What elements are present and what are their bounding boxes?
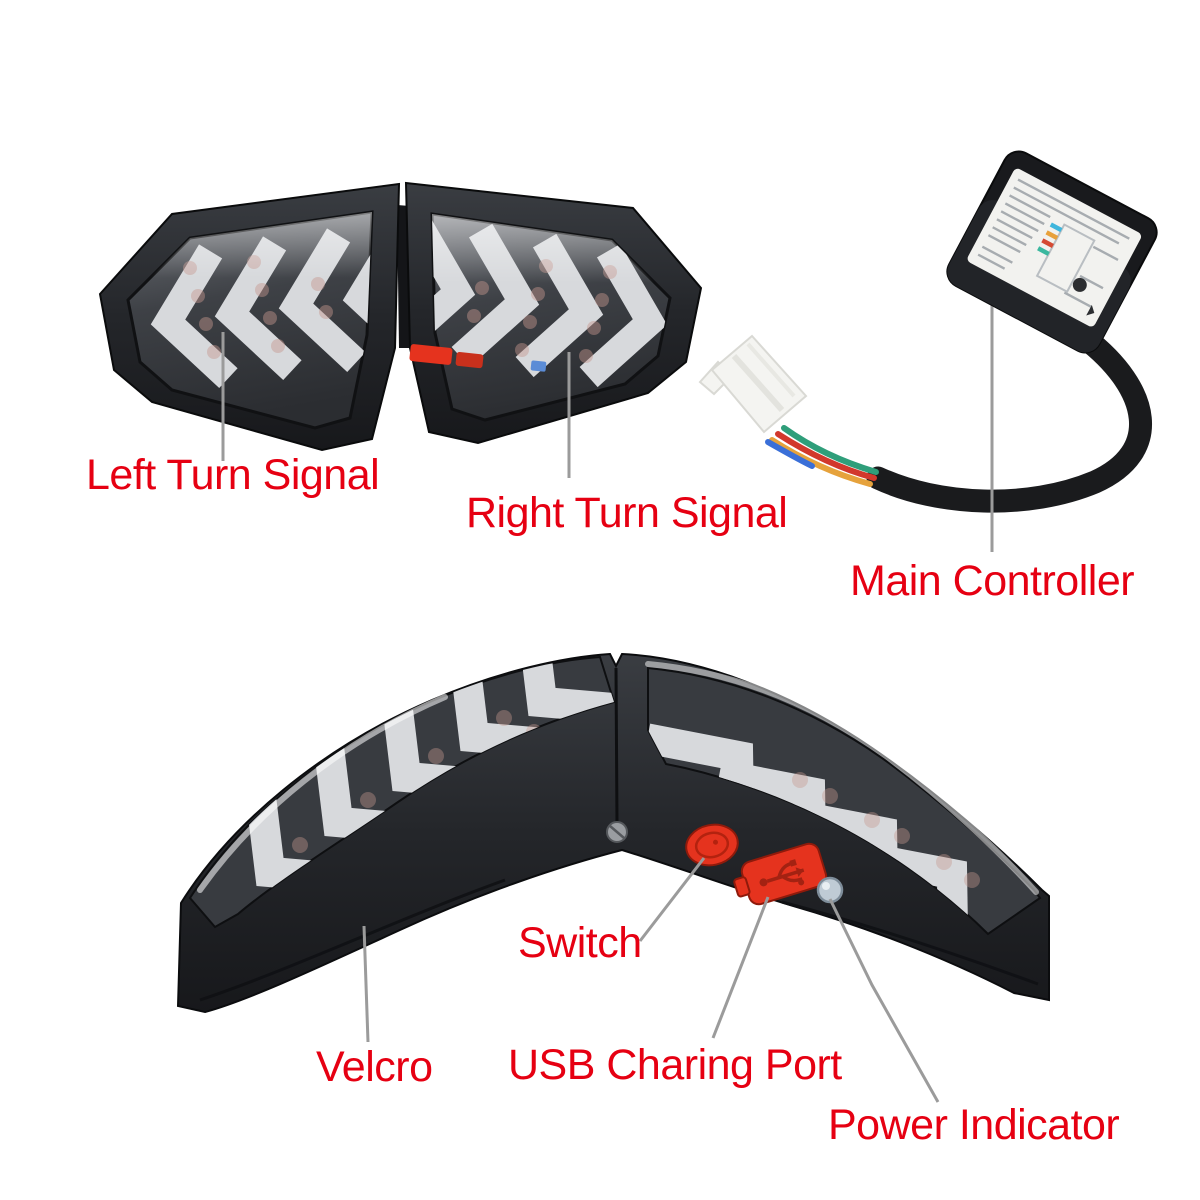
leader-line-power-indicator [828, 898, 940, 1103]
label-right-turn-signal: Right Turn Signal [466, 489, 788, 537]
left-turn-signal-lamp [98, 182, 401, 452]
bottom-edge-parts [409, 344, 547, 372]
label-main-controller: Main Controller [850, 557, 1135, 605]
top-signal-lamp-pair [98, 181, 703, 452]
wire-connector [698, 334, 808, 434]
label-arrow-icon [1080, 304, 1095, 316]
leader-line-usb [711, 896, 770, 1039]
wire-red [775, 431, 877, 481]
wire-green [781, 425, 879, 475]
wire-color-key [1037, 222, 1063, 256]
main-controller-box [946, 150, 1158, 354]
housing-groove [781, 900, 1039, 986]
label-button-icon [1072, 277, 1087, 292]
label-velcro: Velcro [316, 1043, 433, 1091]
wire-orange [769, 437, 873, 487]
screw-icon [606, 821, 628, 843]
label-usb-charing-port: USB Charing Port [508, 1041, 842, 1089]
usb-trident-icon [759, 859, 805, 887]
switch-button [685, 823, 739, 867]
label-left-turn-signal: Left Turn Signal [86, 451, 380, 499]
lens-shine [197, 694, 448, 893]
center-seam [614, 667, 619, 825]
label-power-indicator: Power Indicator [828, 1101, 1120, 1149]
bottom-unit [176, 652, 1050, 1014]
wire-bundle [765, 425, 879, 487]
leader-lines [221, 332, 940, 1103]
led-dots [792, 772, 980, 888]
wiring-info-label [967, 168, 1142, 327]
lens-shine [645, 661, 1039, 895]
leader-line-velcro [362, 925, 370, 1043]
power-indicator-led [816, 876, 844, 904]
wire-blue [765, 439, 815, 469]
usb-port-cover [733, 842, 828, 906]
main-controller-assembly [698, 150, 1158, 552]
label-fine-print [977, 178, 1130, 308]
diagram-box [1035, 223, 1096, 294]
controller-cable [866, 326, 1152, 513]
velcro-area [199, 878, 506, 1002]
label-switch: Switch [518, 919, 642, 967]
right-turn-signal-lamp [404, 181, 703, 445]
leader-line-switch [638, 857, 706, 942]
